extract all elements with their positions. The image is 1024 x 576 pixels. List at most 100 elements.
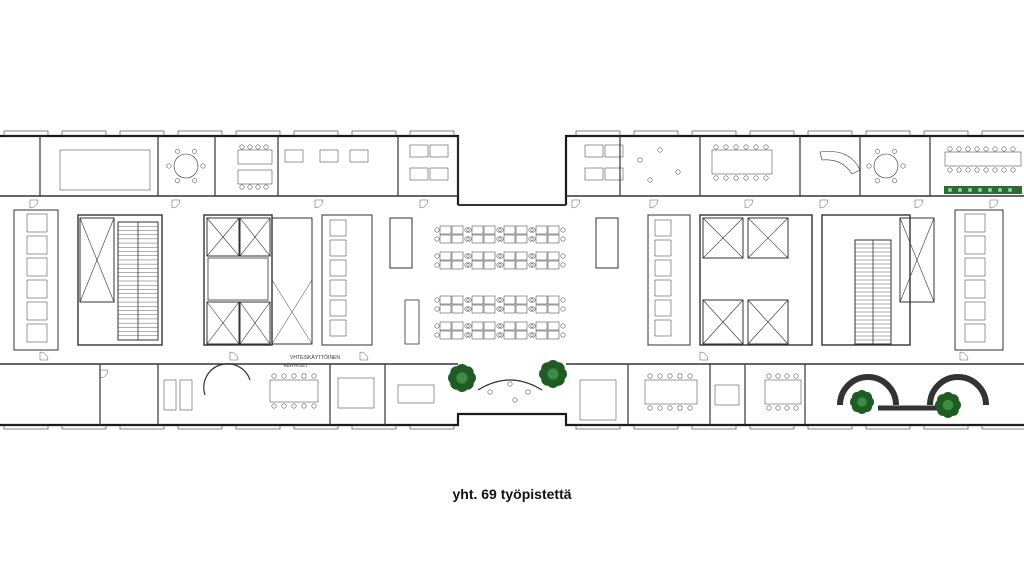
desk-icon	[547, 251, 560, 261]
desk-icon	[439, 251, 452, 261]
desk-icon	[483, 295, 496, 305]
desk-icon	[439, 260, 452, 270]
elevator-shaft-icon	[899, 217, 935, 303]
toilet-icon	[964, 257, 986, 277]
desk-icon	[179, 379, 193, 411]
chair-icon	[464, 306, 470, 312]
chair-icon	[291, 373, 297, 379]
plant-icon	[539, 360, 567, 389]
desk-icon	[471, 295, 484, 305]
window-frame	[177, 424, 223, 430]
chair-icon	[983, 146, 989, 152]
desk-icon	[451, 251, 464, 261]
chair-icon	[255, 184, 261, 190]
amphitheater-seating	[927, 374, 989, 406]
lobby	[207, 257, 269, 301]
chair-icon	[464, 332, 470, 338]
desk-icon	[547, 295, 560, 305]
plant-icon	[968, 188, 972, 192]
window-frame	[807, 424, 853, 430]
chair-icon	[892, 148, 897, 154]
desk-icon	[429, 167, 449, 181]
chair-icon	[677, 405, 683, 411]
chair-icon	[291, 403, 297, 409]
workstation-count-caption: yht. 69 työpistettä	[452, 486, 572, 502]
window-frame	[633, 424, 679, 430]
chair-icon	[647, 373, 653, 379]
chair-icon	[466, 297, 472, 303]
chair-icon	[175, 178, 180, 184]
desk-icon	[409, 144, 429, 158]
door-swing-icon	[29, 199, 39, 209]
toilet-icon	[654, 279, 672, 297]
desk-icon	[535, 234, 548, 244]
chair-icon	[560, 332, 566, 338]
chair-icon	[496, 323, 502, 329]
desk-icon	[547, 260, 560, 270]
chair-icon	[496, 236, 502, 242]
chair-icon	[974, 146, 980, 152]
chair-icon	[528, 227, 534, 233]
chair-icon	[687, 373, 693, 379]
chair-icon	[498, 297, 504, 303]
desk-icon	[471, 330, 484, 340]
plant-icon	[958, 188, 962, 192]
chair-icon	[956, 146, 962, 152]
window-frame	[351, 424, 397, 430]
plant-icon	[988, 188, 992, 192]
window-frame	[119, 130, 165, 137]
service-room	[404, 299, 420, 345]
desk-icon	[604, 167, 624, 181]
room-label-common: VHTEISKÄYTTÖINEN	[290, 354, 340, 361]
chair-icon	[667, 405, 673, 411]
chair-icon	[434, 323, 440, 329]
plant-leaf	[857, 397, 867, 407]
chair-icon	[723, 175, 729, 181]
chair-icon	[992, 167, 998, 173]
chair-icon	[723, 144, 729, 150]
elevator-shaft-icon	[747, 217, 789, 259]
elevator-shaft-icon	[747, 299, 789, 345]
chair-icon	[743, 144, 749, 150]
toilet-icon	[964, 301, 986, 321]
service-cores	[13, 209, 1004, 351]
chair-icon	[466, 262, 472, 268]
desk-icon	[237, 149, 273, 165]
desk-icon	[547, 234, 560, 244]
desk-icon	[269, 379, 319, 403]
facade-bottom	[0, 412, 1024, 427]
chair-icon	[560, 253, 566, 259]
toilet-icon	[329, 299, 347, 317]
chair-icon	[464, 323, 470, 329]
chair-icon	[464, 297, 470, 303]
chair-icon	[992, 146, 998, 152]
elevator-shaft-icon	[747, 299, 789, 345]
desk-icon	[535, 330, 548, 340]
chair-icon	[466, 323, 472, 329]
chair-icon	[498, 332, 504, 338]
toilet-icon	[26, 301, 48, 321]
toilet-icon	[964, 213, 986, 233]
chair-icon	[528, 297, 534, 303]
chair-icon	[657, 147, 663, 153]
elevator-shaft-icon	[206, 301, 240, 345]
door-swing-icon	[699, 351, 709, 361]
toilet-icon	[964, 279, 986, 299]
door-swing-icon	[959, 351, 969, 361]
elevator-shaft-icon	[702, 217, 744, 259]
plant-leaf	[547, 368, 559, 380]
window-frame	[409, 424, 455, 430]
desk-icon	[503, 260, 516, 270]
chair-icon	[733, 175, 739, 181]
elevator-shaft-icon	[79, 217, 115, 303]
elevator-shaft-icon	[79, 217, 115, 303]
door-swing-icon	[419, 199, 429, 209]
elevator-shaft-icon	[702, 217, 744, 259]
desk-icon	[711, 149, 773, 175]
chair-icon	[498, 262, 504, 268]
chair-icon	[247, 144, 253, 150]
desk-icon	[503, 234, 516, 244]
desk-icon	[451, 321, 464, 331]
chair-icon	[947, 167, 953, 173]
